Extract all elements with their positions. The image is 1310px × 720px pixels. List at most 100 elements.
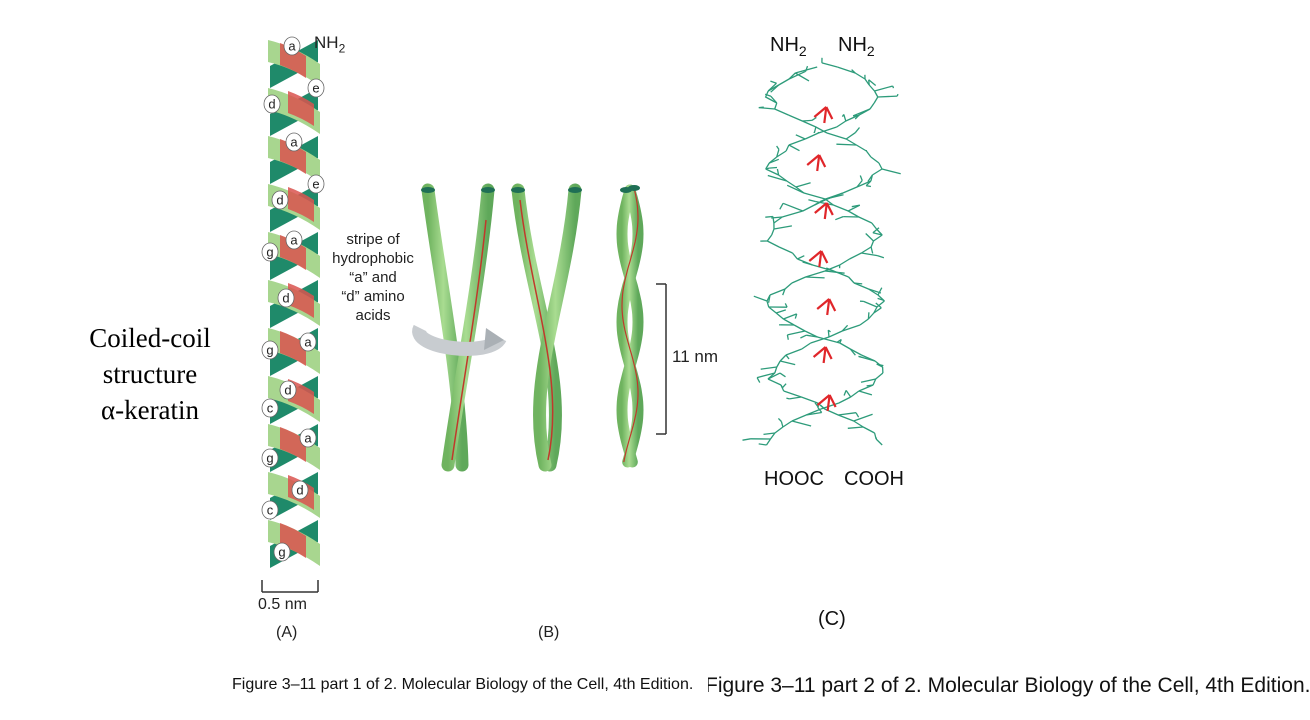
side-chain-bond [808,199,816,203]
backbone-bond [865,150,872,158]
stripe-line-1: stripe of [346,231,400,248]
side-chain-bond [770,95,778,104]
side-chain-bond [858,355,863,359]
backbone-bond [783,318,795,326]
side-chain-bond [767,372,781,380]
side-chain-bond [814,402,819,408]
caption-left: Figure 3–11 part 1 of 2. Molecular Biolo… [232,676,694,693]
side-chain-bond [896,93,899,97]
backbone-bond [771,228,775,236]
stripe-line-5: acids [355,307,391,324]
backbone-bond [869,102,875,110]
side-chain-bond [777,417,782,422]
side-chain-bond [776,168,780,176]
slide-title: Coiled-coil structure α-keratin [50,320,250,428]
side-chain-bond [820,197,829,203]
side-chain-bond [811,116,817,121]
hydrophobic-residue [826,298,831,316]
residue-label: g [266,451,273,466]
side-chain-bond [838,412,857,416]
caption-right-clip: Figure 3–11 part 2 of 2. Molecular Biolo… [705,674,1310,698]
side-chain-bond [851,69,856,74]
side-chain-bond [841,324,849,332]
residue-marker [261,448,279,468]
side-chain-bond [770,80,777,84]
side-chain-bond [876,363,884,367]
side-chain-bond [786,184,805,194]
side-chain-bond [786,334,789,340]
hydrophobic-stripe [280,331,306,366]
side-chain-bond [773,225,793,230]
backbone-bond [856,144,867,152]
caption-area: Figure 3–11 part 1 of 2. Molecular Biolo… [0,660,1310,720]
side-chain-bond [779,202,784,210]
residue-label: d [276,193,283,208]
backbone-bond [849,252,862,260]
backbone-bond [765,168,779,176]
hydrophobic-residue [812,346,827,358]
side-chain-bond [783,313,797,320]
length-label: 11 nm [672,347,718,366]
title-line-3-rest: -keratin [115,395,200,425]
backbone-bond [801,396,818,404]
residue-label: a [290,135,298,150]
backbone-bond [778,78,790,86]
backbone-bond [768,306,777,314]
backbone-bond [868,288,879,296]
side-chain-bond [758,106,764,109]
side-chain-bond [873,307,882,314]
backbone-bond [870,240,875,248]
side-chain-bond [794,72,810,82]
stripe-line-3: “a” and [349,269,397,286]
backbone-bond [862,426,875,434]
side-chain-bond [815,200,834,206]
side-chain-bond [892,85,895,89]
backbone-bond [774,426,784,434]
side-chain-bond [760,366,777,370]
side-chain-bond [764,93,772,97]
hydrophobic-residue [814,202,828,214]
backbone-bond [767,240,780,248]
backbone-bond [873,234,883,242]
scale-bar [261,580,319,593]
side-chain-bond [806,411,822,416]
backbone-bond [842,186,858,194]
backbone-bond [793,324,806,332]
side-chain-bond [756,377,761,383]
side-chain-bond [872,227,880,234]
residue-label: c [267,503,274,518]
backbone-bond [791,414,807,422]
backbone-bond [837,414,854,422]
hydrophobic-stripe [280,523,306,558]
backbone-bond [765,162,770,170]
backbone-bond [785,144,790,152]
nh2-top-right: NH2 [838,34,875,59]
side-chain-bond [779,372,786,378]
backbone-bond [876,228,883,236]
backbone-bond [803,192,826,200]
hydrophobic-residue [818,154,827,168]
backbone-bond [788,138,806,146]
side-chain-bond [861,252,878,257]
backbone-bond [876,300,885,308]
backbone-bond [765,90,769,98]
side-chain-bond [794,313,798,319]
residue-label: e [312,177,319,192]
side-chain-bond [872,232,883,236]
side-chain-bond [847,426,864,429]
side-chain-bond [776,145,780,150]
backbone-bond [867,312,875,320]
side-chain-bond [855,412,860,418]
side-chain-bond [756,372,775,379]
backbone-bond [782,210,803,218]
backbone-bond [856,180,872,188]
backbone-bond [873,90,879,98]
backbone-bond [765,96,778,104]
rod-pair-2 [511,183,582,472]
twisted-stripe [621,189,639,463]
side-chain-bond [827,329,831,333]
side-chain-bond [866,185,872,188]
backbone-bond [769,288,786,296]
hydrophobic-stripe [288,91,314,126]
